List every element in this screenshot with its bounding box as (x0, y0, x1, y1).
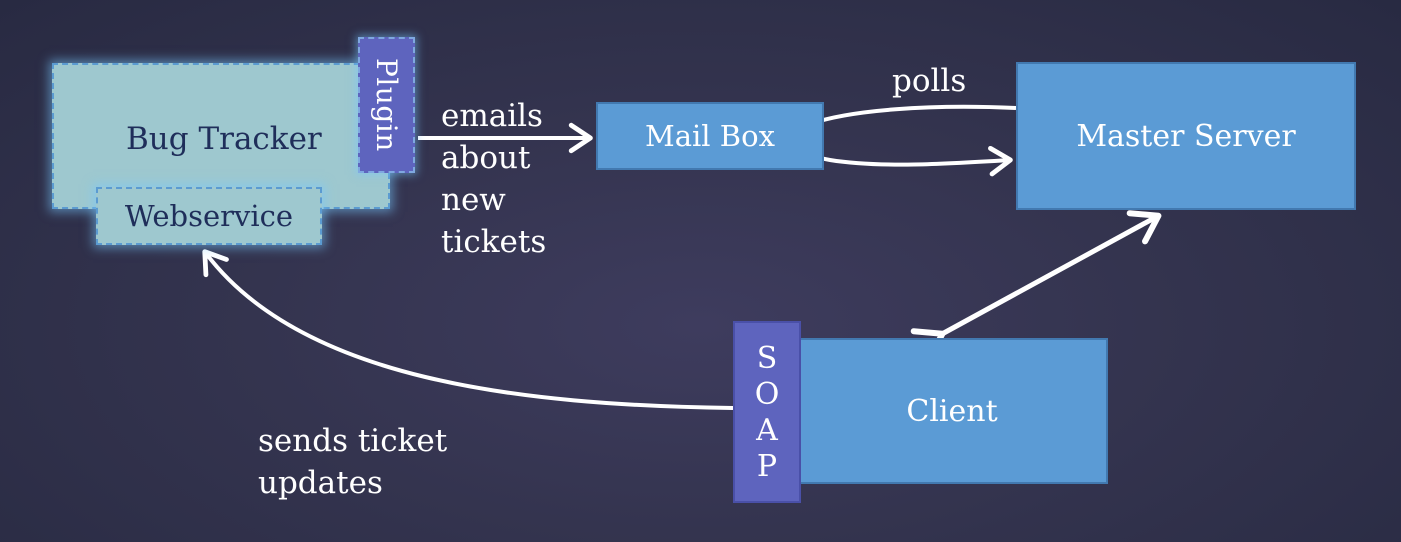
master-client-arrow (910, 210, 1162, 363)
soap-letter: O (754, 377, 780, 412)
webservice-label: Webservice (124, 199, 294, 233)
mail-box-label: Mail Box (645, 119, 775, 153)
bug-tracker-label: Bug Tracker (126, 121, 322, 157)
mail-box-node: Mail Box (596, 102, 824, 170)
plugin-node: Plugin (358, 37, 415, 173)
bug-tracker-node: Bug Tracker (52, 63, 390, 209)
webservice-node: Webservice (96, 187, 322, 245)
polls-loop-arrow (788, 104, 1017, 177)
soap-letter: S (756, 341, 778, 376)
emails-edge-label: emails about new tickets (441, 98, 547, 260)
client-label: Client (906, 393, 998, 429)
soap-letter: P (756, 449, 778, 484)
master-server-node: Master Server (1016, 62, 1356, 210)
soap-letter: A (756, 413, 778, 448)
client-node: Client (796, 338, 1108, 484)
sends-updates-arrow (202, 249, 734, 410)
master-server-label: Master Server (1076, 118, 1296, 154)
polls-edge-label: polls (892, 63, 967, 99)
sends-updates-edge-label: sends ticket updates (258, 423, 448, 501)
soap-node: S O A P (733, 321, 801, 503)
plugin-label: Plugin (370, 58, 403, 152)
